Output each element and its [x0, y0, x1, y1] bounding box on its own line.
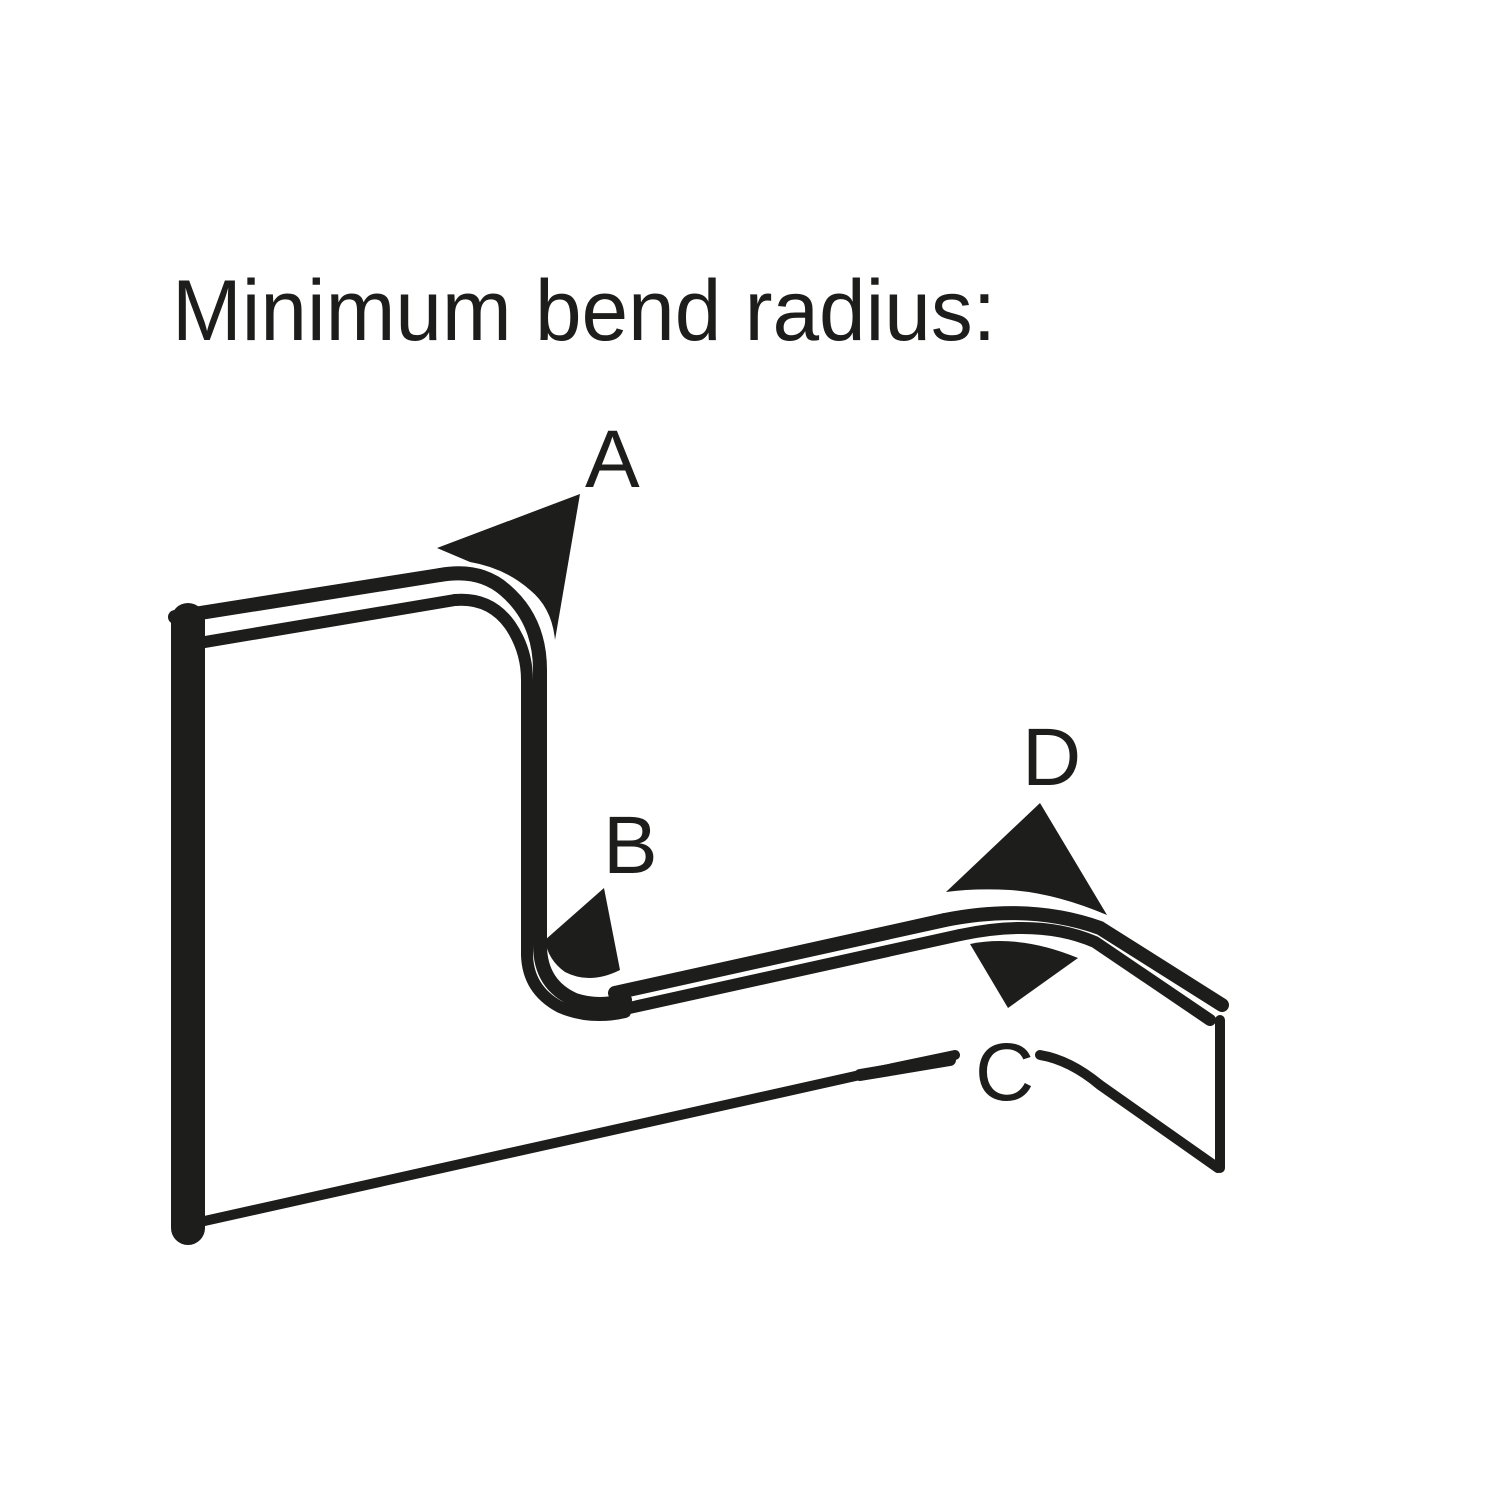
indicator-a [437, 494, 580, 640]
bottom-back-thick [854, 1054, 956, 1081]
label-a: A [585, 414, 640, 505]
label-d: D [1022, 712, 1081, 803]
bottom-back-right [1035, 1050, 1223, 1173]
profile-outline [168, 566, 1229, 1245]
bend-a-outer [433, 566, 632, 1011]
bottom-back-left [195, 1050, 960, 1227]
flange-inner [614, 929, 966, 1016]
bend-d-inner [954, 921, 1216, 1026]
flange-top [608, 913, 952, 1000]
top-edge [168, 568, 447, 624]
indicator-c [970, 941, 1078, 1008]
indicator-b [545, 888, 620, 979]
indicator-d [946, 803, 1107, 915]
bend-d-outer [938, 906, 1229, 1012]
diagram-title: Minimum bend radius: [172, 263, 996, 359]
top-edge-inner [199, 594, 461, 648]
label-c: C [975, 1027, 1034, 1118]
label-b: B [603, 800, 658, 891]
bend-a-inner [449, 593, 631, 1021]
